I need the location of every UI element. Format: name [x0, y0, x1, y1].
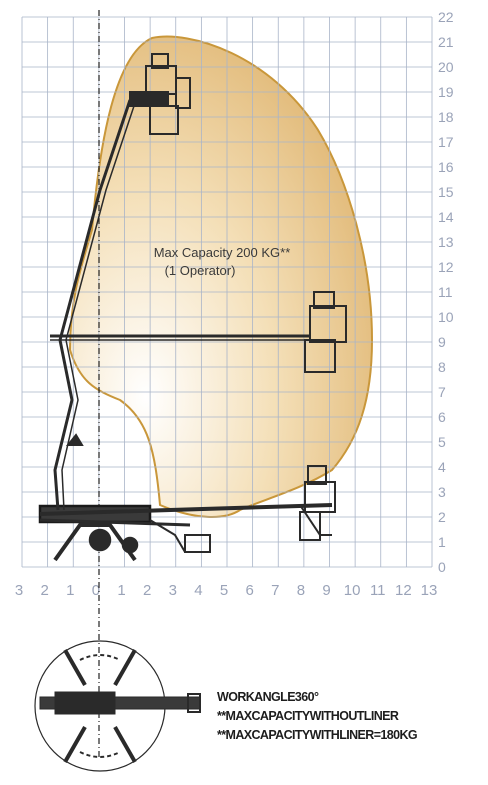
x-tick-label: 12: [395, 582, 412, 599]
x-tick-label: 0: [92, 582, 100, 599]
x-tick-label: 10: [344, 582, 361, 599]
x-tick-label: 8: [297, 582, 305, 599]
x-tick-label: 2: [143, 582, 151, 599]
y-tick-label: 11: [438, 284, 453, 300]
y-tick-label: 12: [438, 259, 454, 275]
y-tick-label: 5: [438, 434, 446, 450]
x-tick-label: 1: [66, 582, 74, 599]
x-tick-label: 1: [117, 582, 125, 599]
y-tick-label: 13: [438, 234, 454, 250]
machine-base: [38, 503, 333, 562]
y-tick-label: 18: [438, 109, 454, 125]
y-tick-label: 19: [438, 84, 454, 100]
y-tick-label: 2: [438, 509, 446, 525]
y-tick-label: 1: [438, 534, 446, 550]
x-tick-label: 2: [40, 582, 48, 599]
y-tick-label: 0: [438, 559, 446, 575]
capacity-label: Max Capacity 200 KG**: [154, 245, 291, 260]
operator-label: (1 Operator): [165, 263, 236, 278]
x-tick-label: 3: [15, 582, 23, 599]
basket-low: [149, 519, 211, 553]
y-tick-label: 4: [438, 459, 446, 475]
x-tick-label: 11: [370, 582, 386, 599]
y-tick-label: 6: [438, 409, 446, 425]
x-tick-label: 13: [421, 582, 438, 599]
capacity-with-liner-note: **MAXCAPACITYWITHLINER=180KG: [217, 728, 418, 742]
x-tick-label: 9: [322, 582, 330, 599]
y-tick-label: 20: [438, 59, 454, 75]
y-tick-label: 10: [438, 309, 454, 325]
x-tick-label: 6: [245, 582, 253, 599]
y-tick-label: 22: [438, 9, 454, 25]
x-tick-label: 7: [271, 582, 279, 599]
y-tick-label: 8: [438, 359, 446, 375]
y-tick-label: 17: [438, 134, 454, 150]
y-tick-label: 3: [438, 484, 446, 500]
chart-grid: [21, 16, 433, 568]
y-tick-label: 7: [438, 384, 446, 400]
x-tick-label: 3: [169, 582, 177, 599]
work-angle-note: WORKANGLE360°: [217, 690, 319, 704]
y-tick-label: 21: [438, 34, 454, 50]
x-tick-label: 4: [194, 582, 202, 599]
boom-vertical: [53, 53, 191, 511]
y-tick-label: 15: [438, 184, 454, 200]
capacity-notes: WORKANGLE360° **MAXCAPACITYWITHOUTLINER …: [217, 688, 418, 745]
y-tick-label: 16: [438, 159, 454, 175]
y-tick-label: 14: [438, 209, 454, 225]
x-tick-label: 5: [220, 582, 228, 599]
working-envelope: [68, 35, 374, 518]
rotation-plan-view: [34, 640, 201, 772]
capacity-without-liner-note: **MAXCAPACITYWITHOUTLINER: [217, 709, 399, 723]
y-tick-label: 9: [438, 334, 446, 350]
boom-mid: [50, 291, 347, 373]
basket-right-low: [299, 465, 336, 541]
